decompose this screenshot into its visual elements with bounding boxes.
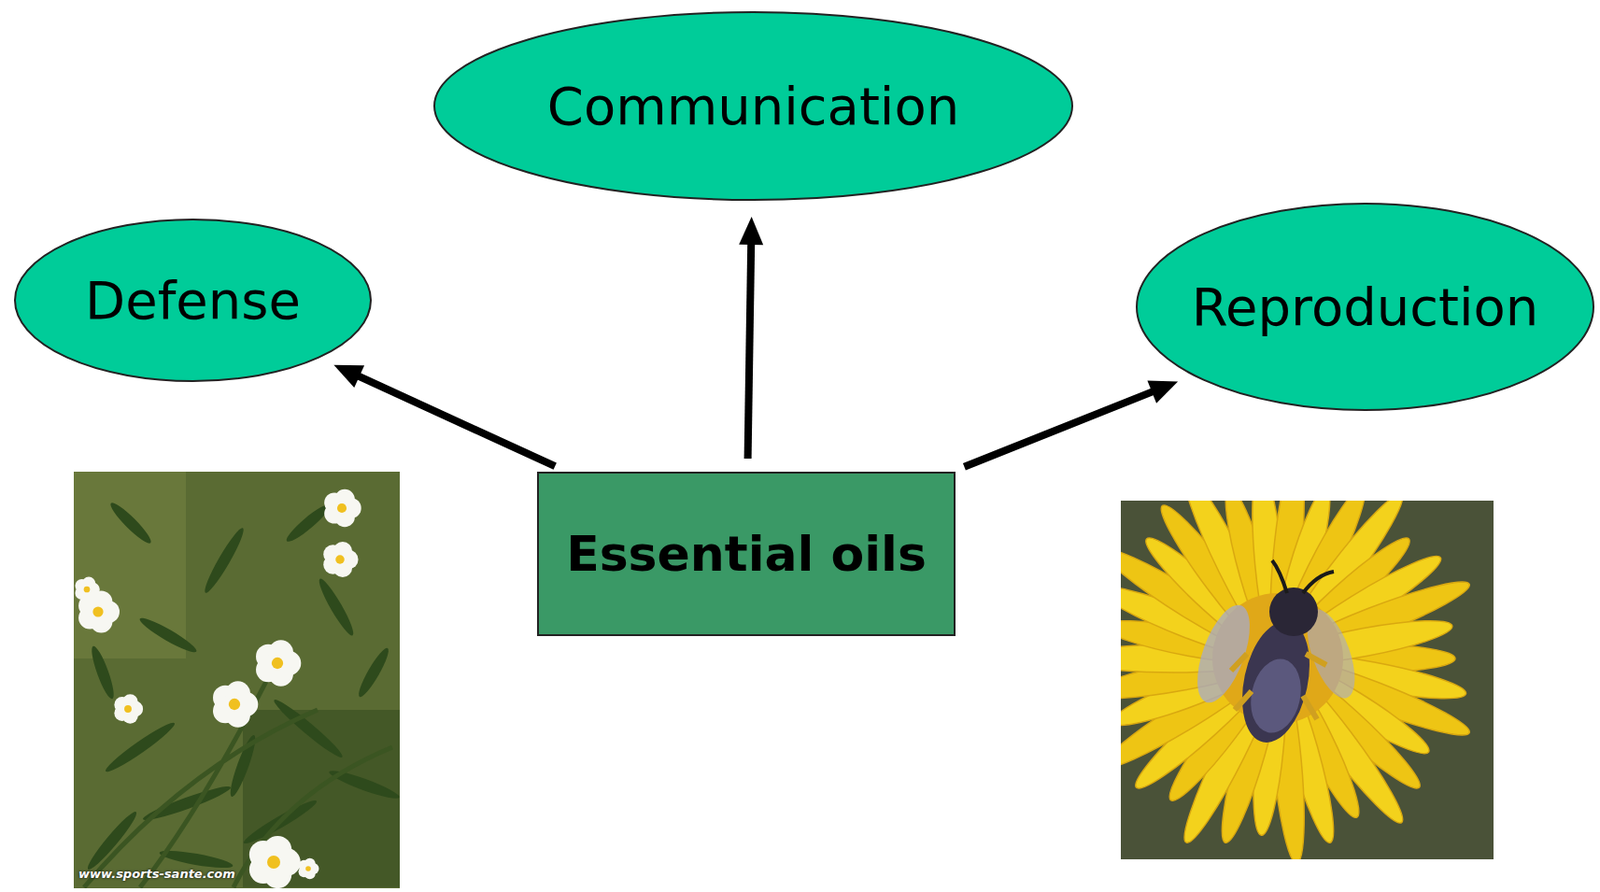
node-label: Essential oils bbox=[566, 524, 927, 583]
flower-center bbox=[267, 855, 281, 869]
ellipse-shape bbox=[14, 219, 371, 382]
arrowhead bbox=[1146, 381, 1178, 404]
flower-center bbox=[92, 606, 103, 617]
leaf bbox=[107, 499, 156, 548]
arrow-connector bbox=[738, 216, 764, 459]
leaf bbox=[200, 524, 248, 595]
source-box: Essential oils bbox=[537, 471, 956, 637]
white-flower bbox=[323, 541, 358, 578]
node-label: Defense bbox=[84, 269, 301, 332]
stems bbox=[84, 653, 393, 888]
white-flower bbox=[212, 680, 258, 727]
bee-legs bbox=[1231, 653, 1327, 720]
shrub-photo bbox=[73, 471, 400, 889]
arrowhead bbox=[738, 216, 764, 245]
bee-antennae bbox=[1272, 560, 1334, 594]
white-flower bbox=[249, 835, 301, 889]
white-flower bbox=[255, 639, 301, 686]
function-ellipse: Communication bbox=[432, 10, 1075, 202]
node-text-group: Essential oils bbox=[566, 524, 927, 583]
leaf bbox=[87, 644, 118, 701]
flower-center bbox=[305, 865, 312, 872]
bee-flower-photo bbox=[1120, 500, 1494, 860]
watermark: www.sports-sante.com bbox=[78, 866, 236, 881]
function-ellipse: Defense bbox=[13, 217, 373, 383]
leaf bbox=[102, 718, 179, 776]
node-label: Reproduction bbox=[1191, 275, 1540, 339]
bee-body-sheen bbox=[1244, 653, 1307, 737]
bee bbox=[1187, 560, 1365, 750]
leaves bbox=[84, 499, 400, 888]
white-flowers bbox=[74, 489, 361, 889]
yellow-petals bbox=[1120, 500, 1475, 860]
leaf bbox=[314, 576, 357, 639]
flower-center bbox=[337, 503, 347, 513]
node-text-group: Communication bbox=[547, 74, 960, 138]
flower-center bbox=[84, 586, 91, 594]
leaf bbox=[326, 766, 400, 804]
ellipse-shape bbox=[1136, 203, 1594, 411]
node-label: Communication bbox=[547, 74, 960, 138]
ellipse-shape bbox=[434, 12, 1073, 200]
white-flower bbox=[324, 489, 362, 527]
flower-center bbox=[335, 554, 345, 565]
photo-ground bbox=[73, 471, 400, 889]
connector-line bbox=[748, 240, 752, 459]
flower-center bbox=[124, 705, 132, 713]
flower-center bbox=[228, 698, 241, 710]
leaf bbox=[137, 613, 200, 656]
white-flower bbox=[74, 577, 100, 603]
leaf bbox=[354, 645, 393, 700]
arrow-connector bbox=[963, 381, 1178, 468]
white-flower bbox=[298, 858, 320, 879]
flower-center bbox=[271, 657, 284, 669]
bee-body bbox=[1231, 614, 1320, 749]
function-ellipse: Reproduction bbox=[1134, 201, 1596, 412]
node-text-group: Reproduction bbox=[1191, 275, 1540, 339]
leaf bbox=[84, 808, 142, 874]
connector-line bbox=[963, 390, 1156, 468]
white-flower bbox=[113, 693, 143, 723]
arrow-connector bbox=[333, 365, 555, 468]
node-text-group: Defense bbox=[84, 269, 301, 332]
connector-line bbox=[355, 374, 555, 467]
bee-head bbox=[1269, 587, 1318, 637]
box-shape bbox=[538, 472, 955, 636]
arrowhead bbox=[333, 365, 365, 388]
